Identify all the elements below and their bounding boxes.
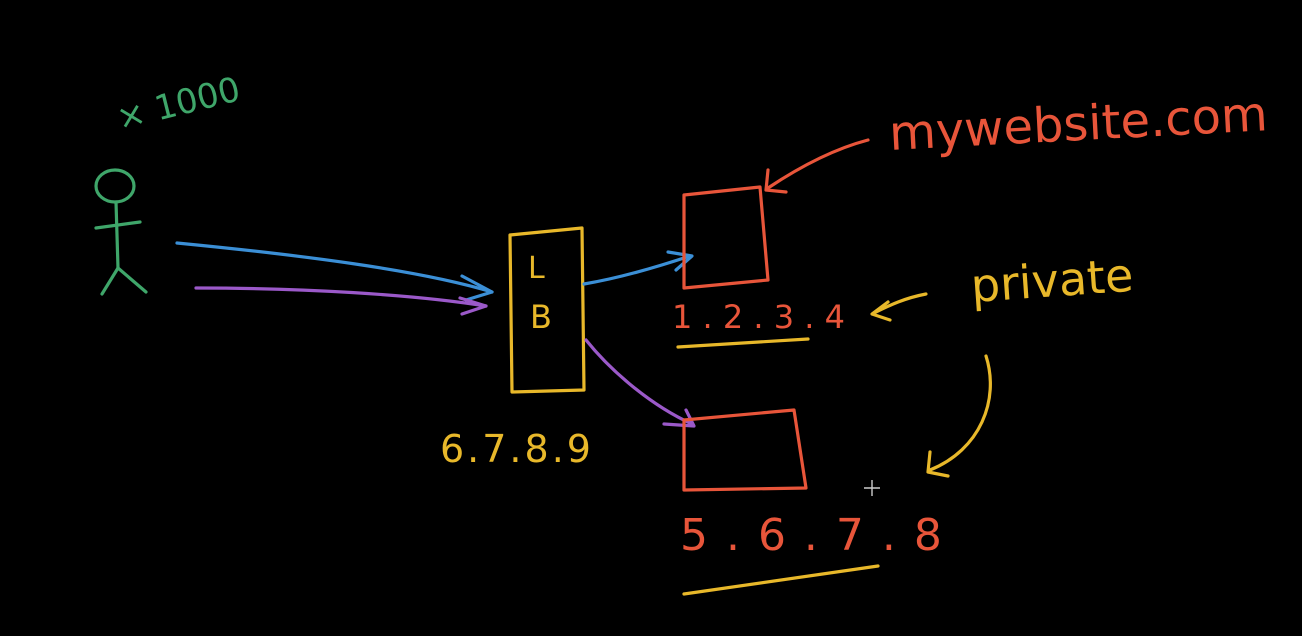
- domain-arrow: [764, 138, 870, 194]
- load-balancer: L B: [508, 226, 586, 394]
- user-arms: [94, 220, 142, 230]
- user-stick-figure: [94, 168, 148, 296]
- purple-request-arrow: [194, 286, 488, 316]
- server-2-box: [682, 408, 808, 492]
- private-annotation: private: [969, 248, 1135, 313]
- user-head: [94, 168, 136, 204]
- user-body: [114, 200, 120, 270]
- domain-annotation: mywebsite.com: [888, 86, 1269, 162]
- server-2-ip-underline: [682, 564, 880, 596]
- user-left-leg: [100, 266, 120, 296]
- private-arrow-server1: [870, 292, 928, 322]
- load-balancer-label-b: B: [530, 298, 552, 336]
- cursor-crosshair-icon: [864, 480, 880, 496]
- load-balancer-box: [508, 226, 586, 394]
- server-2-ip: 5 . 6 . 7 . 8: [680, 510, 944, 561]
- lb-to-server2-arrow: [584, 338, 696, 428]
- load-balancer-label-l: L: [528, 251, 545, 286]
- server-1-ip: 1 . 2 . 3 . 4: [672, 298, 845, 336]
- server-1-ip-underline: [676, 337, 810, 349]
- lb-to-server1-arrow: [582, 250, 694, 286]
- user-right-leg: [116, 266, 148, 294]
- server-2: [682, 408, 808, 492]
- private-arrow-server2: [926, 354, 992, 478]
- user-multiplier-label: × 1000: [113, 69, 245, 138]
- server-1: [682, 185, 770, 290]
- load-balancer-ip: 6.7.8.9: [440, 427, 594, 471]
- server-1-box: [682, 185, 770, 290]
- blue-request-arrow: [175, 241, 494, 302]
